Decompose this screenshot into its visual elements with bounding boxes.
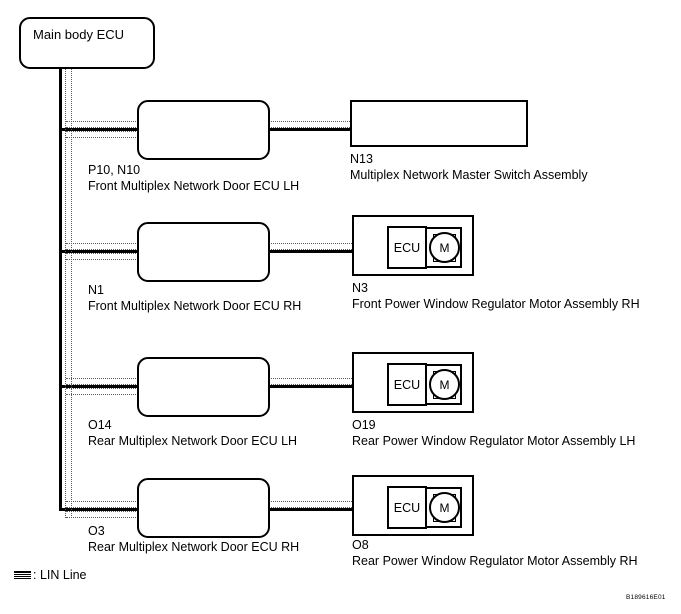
motor-lead-right-rh <box>460 227 462 268</box>
branch-3-lin-lower <box>66 388 140 395</box>
link-3-lin <box>268 378 354 385</box>
branch-4-solid <box>59 508 139 511</box>
main-body-ecu-label: Main body ECU <box>33 27 125 42</box>
motor-lead-bottom-rh <box>414 266 462 268</box>
node-master-switch-assembly[interactable] <box>350 100 528 147</box>
link-4-lin <box>268 501 354 508</box>
node-main-body-ecu[interactable]: Main body ECU <box>19 17 155 69</box>
branch-3-lin <box>66 378 140 385</box>
desc-master-switch-assembly: Multiplex Network Master Switch Assembly <box>350 167 588 182</box>
link-4-solid <box>268 508 354 511</box>
inner-ecu-front-rh: ECU <box>387 226 427 269</box>
branch-2-lin-lower <box>66 253 140 260</box>
node-rear-door-ecu-lh[interactable] <box>137 357 270 417</box>
node-front-door-ecu-rh[interactable] <box>137 222 270 282</box>
motor-lead-top-rh <box>414 227 462 229</box>
branch-1-lin <box>66 121 140 128</box>
node-front-door-ecu-lh[interactable] <box>137 100 270 160</box>
caption-front-motor-assembly-rh: N3 Front Power Window Regulator Motor As… <box>352 281 640 312</box>
code-master-switch-assembly: N13 <box>350 152 373 166</box>
motor-lead-bottom-rear-lh <box>414 403 462 405</box>
link-1-lin <box>268 121 352 128</box>
node-front-motor-assembly-rh[interactable]: ECU M <box>352 215 474 276</box>
desc-rear-motor-assembly-lh: Rear Power Window Regulator Motor Assemb… <box>352 433 636 448</box>
motor-lead-top-rear-lh <box>414 364 462 366</box>
branch-2-lin <box>66 243 140 250</box>
code-front-motor-assembly-rh: N3 <box>352 281 368 295</box>
motor-lead-top-rear-rh <box>414 487 462 489</box>
caption-front-door-ecu-lh: P10, N10 Front Multiplex Network Door EC… <box>88 163 299 194</box>
branch-2-solid <box>59 250 139 253</box>
legend: : LIN Line <box>14 568 87 582</box>
caption-front-door-ecu-rh: N1 Front Multiplex Network Door ECU RH <box>88 283 301 314</box>
desc-rear-door-ecu-lh: Rear Multiplex Network Door ECU LH <box>88 433 298 448</box>
code-rear-door-ecu-rh: O3 <box>88 524 105 538</box>
caption-rear-motor-assembly-lh: O19 Rear Power Window Regulator Motor As… <box>352 418 635 449</box>
motor-lead-right-rear-rh <box>460 487 462 528</box>
branch-1-lin-lower <box>66 131 140 138</box>
link-2-solid <box>268 250 354 253</box>
code-front-door-ecu-lh: P10, N10 <box>88 163 141 177</box>
link-3-solid <box>268 385 354 388</box>
trunk-vertical-solid <box>59 68 62 511</box>
caption-master-switch-assembly: N13 Multiplex Network Master Switch Asse… <box>350 152 588 183</box>
link-1-solid <box>268 128 352 131</box>
node-rear-motor-assembly-rh[interactable]: ECU M <box>352 475 474 536</box>
desc-front-motor-assembly-rh: Front Power Window Regulator Motor Assem… <box>352 296 640 311</box>
branch-4-lin <box>66 501 140 508</box>
lin-line-swatch-icon <box>14 571 31 579</box>
desc-rear-door-ecu-rh: Rear Multiplex Network Door ECU RH <box>88 539 300 554</box>
branch-4-lin-lower <box>66 511 140 518</box>
node-rear-motor-assembly-lh[interactable]: ECU M <box>352 352 474 413</box>
code-rear-motor-assembly-rh: O8 <box>352 538 369 552</box>
caption-rear-motor-assembly-rh: O8 Rear Power Window Regulator Motor Ass… <box>352 538 638 569</box>
motor-symbol-rear-rh: M <box>429 492 460 523</box>
caption-rear-door-ecu-rh: O3 Rear Multiplex Network Door ECU RH <box>88 524 299 555</box>
code-rear-door-ecu-lh: O14 <box>88 418 112 432</box>
link-2-lin <box>268 243 354 250</box>
motor-symbol-rear-lh: M <box>429 369 460 400</box>
desc-front-door-ecu-lh: Front Multiplex Network Door ECU LH <box>88 178 300 193</box>
code-front-door-ecu-rh: N1 <box>88 283 104 297</box>
desc-rear-motor-assembly-rh: Rear Power Window Regulator Motor Assemb… <box>352 553 638 568</box>
branch-3-solid <box>59 385 139 388</box>
motor-symbol-front-rh: M <box>429 232 460 263</box>
inner-ecu-rear-rh: ECU <box>387 486 427 529</box>
figure-id: B189616E01 <box>626 594 666 601</box>
node-rear-door-ecu-rh[interactable] <box>137 478 270 538</box>
legend-label: : LIN Line <box>33 568 87 582</box>
motor-lead-bottom-rear-rh <box>414 526 462 528</box>
trunk-vertical-lin <box>65 68 72 518</box>
motor-lead-right-rear-lh <box>460 364 462 405</box>
inner-ecu-rear-lh: ECU <box>387 363 427 406</box>
desc-front-door-ecu-rh: Front Multiplex Network Door ECU RH <box>88 298 302 313</box>
branch-1-solid <box>59 128 139 131</box>
code-rear-motor-assembly-lh: O19 <box>352 418 376 432</box>
caption-rear-door-ecu-lh: O14 Rear Multiplex Network Door ECU LH <box>88 418 297 449</box>
